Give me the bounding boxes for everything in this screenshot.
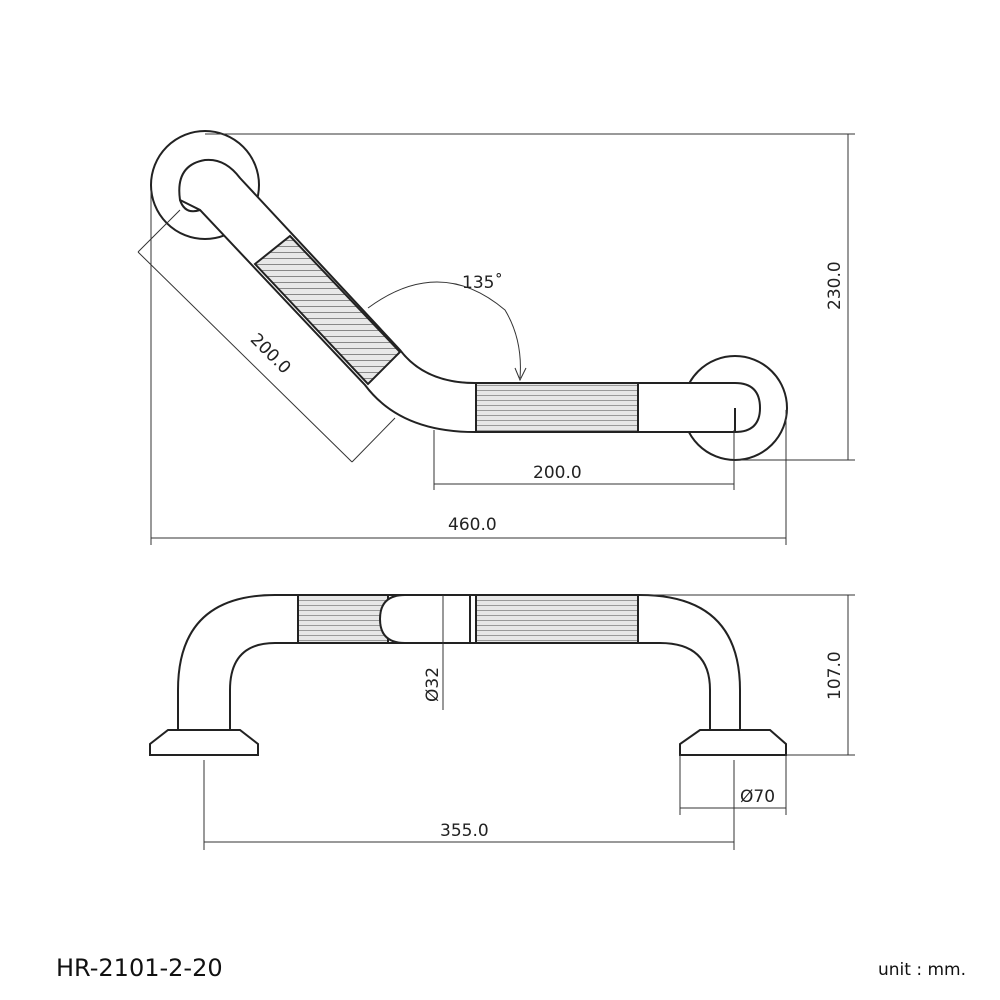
total-width-label: 460.0 [448, 515, 497, 535]
tube-diameter-label: Ø32 [423, 667, 443, 702]
unit-label: unit : mm. [878, 960, 966, 980]
top-view-dimensions [137, 133, 855, 545]
side-cutaway [378, 594, 471, 644]
horizontal-grip [475, 382, 639, 433]
diagonal-length-label: 200.0 [246, 330, 295, 379]
flange-diameter-label: Ø70 [740, 787, 775, 807]
side-view [149, 594, 787, 756]
left-cap-line [179, 199, 201, 213]
side-height-label: 107.0 [825, 651, 845, 700]
side-grip-left [297, 594, 389, 644]
horizontal-length-label: 200.0 [533, 463, 582, 483]
side-view-dimensions [203, 594, 855, 850]
angle-label: 135˚ [462, 272, 503, 293]
right-flange [679, 729, 787, 756]
center-span-label: 355.0 [440, 821, 489, 841]
model-number: HR-2101-2-20 [56, 954, 223, 982]
side-grip-right [475, 594, 639, 644]
left-flange [149, 729, 259, 756]
angled-bar-body [178, 158, 762, 433]
top-view [150, 130, 788, 461]
diagonal-grip [253, 234, 402, 386]
total-height-label: 230.0 [825, 261, 845, 310]
